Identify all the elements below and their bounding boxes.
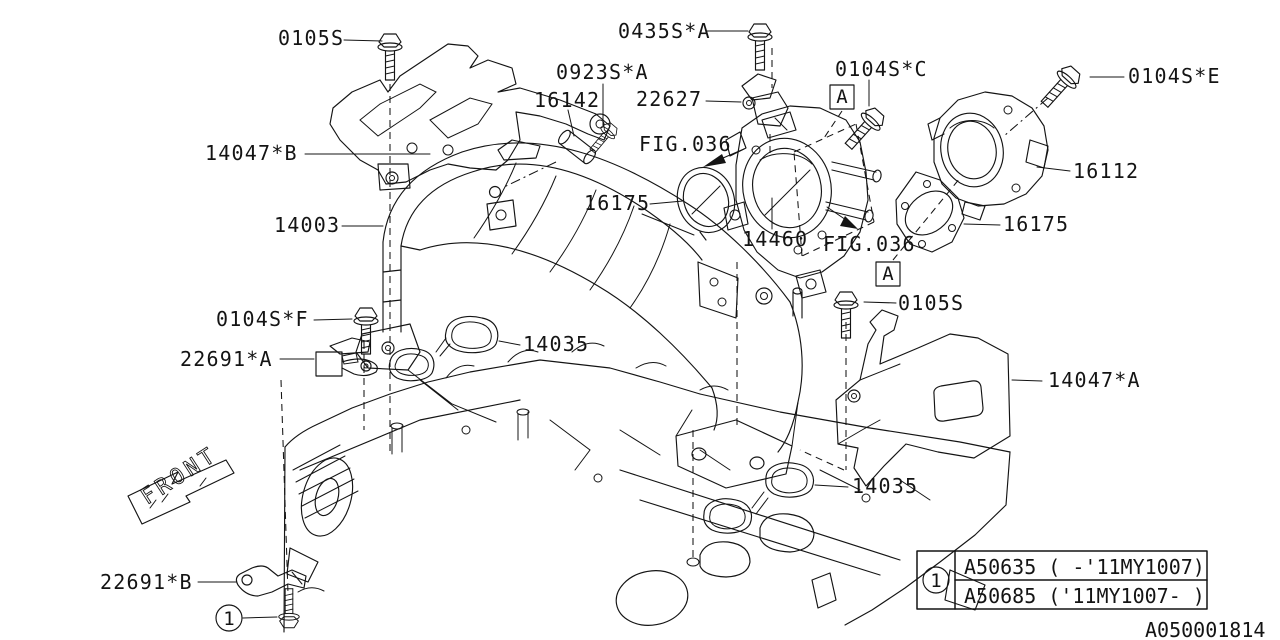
part-labels: 0105S 0435S*A 0923S*A 16142 22627 0104S*… [100,19,1221,594]
label-14035-bottom: 14035 [852,474,918,498]
label-fig036-bottom: FIG.036 [823,232,916,256]
bolt-0105s-right-drawing [833,291,859,339]
gasket-14035-bottom-drawing [703,462,815,534]
throttle-body-16112-drawing [927,91,1049,221]
legend-row-1: A50635 ( -'11MY1007) [964,555,1205,579]
manifold-14003-drawing [355,139,803,489]
sensor-22691a-drawing [315,337,378,377]
bolt-0435sa-drawing [747,23,773,71]
label-16142: 16142 [534,88,600,112]
gasket-16175-left-drawing [676,166,736,241]
legend-table: 1 A50635 ( -'11MY1007) A50685 ('11MY1007… [916,550,1208,610]
engine-block-drawing [283,342,1011,633]
label-16175-left: 16175 [584,191,650,215]
bracket-14047b-drawing [329,43,611,231]
label-fig036-top: FIG.036 [639,132,732,156]
view-marker-a-bottom-letter: A [882,263,894,285]
label-14460: 14460 [742,227,808,251]
view-marker-a-top-letter: A [836,86,848,108]
label-14047a: 14047*A [1048,368,1141,392]
throttle-chamber-14460-drawing [723,105,882,299]
view-marker-a-bottom: A [875,261,901,287]
bolt-0104sc-drawing [839,103,889,155]
gasket-16175-right-drawing [895,171,965,253]
sensor-22627-drawing [741,73,789,131]
bolt-callout1-drawing [278,588,300,629]
label-0435sa: 0435S*A [618,19,711,43]
view-marker-a-top: A [829,84,855,110]
label-16112: 16112 [1073,159,1139,183]
label-22691b: 22691*B [100,570,193,594]
callout-1-number: 1 [223,608,234,630]
bracket-22691b-drawing [235,565,307,597]
legend-row-2: A50685 ('11MY1007- ) [964,584,1205,608]
doc-number: A050001814 [1145,618,1265,640]
assembly-dashed-lines [280,48,1049,595]
leader-lines [197,30,1125,619]
label-14003: 14003 [274,213,340,237]
label-0923sa: 0923S*A [556,60,649,84]
gasket-14035-top-drawing [388,315,499,382]
fig036-arrow-top [703,148,745,167]
label-0104se: 0104S*E [1128,64,1221,88]
label-16175-right: 16175 [1003,212,1069,236]
label-0105s-top: 0105S [278,26,344,50]
label-14035-top: 14035 [523,332,589,356]
label-0104sc: 0104S*C [835,57,928,81]
legend-callout-number: 1 [930,570,941,592]
label-0104sf: 0104S*F [216,307,309,331]
manifold-boss [488,185,502,199]
callout-1-marker: 1 [215,604,243,632]
bolt-0104se-drawing [1035,61,1085,113]
front-arrow [127,459,235,525]
label-22691a: 22691*A [180,347,273,371]
label-0105s-right: 0105S [898,291,964,315]
label-14047b: 14047*B [205,141,298,165]
bracket-14047a-drawing [835,309,1011,487]
label-22627: 22627 [636,87,702,111]
front-label: FRONT [137,442,223,510]
fig036-arrow-bottom [826,206,858,229]
